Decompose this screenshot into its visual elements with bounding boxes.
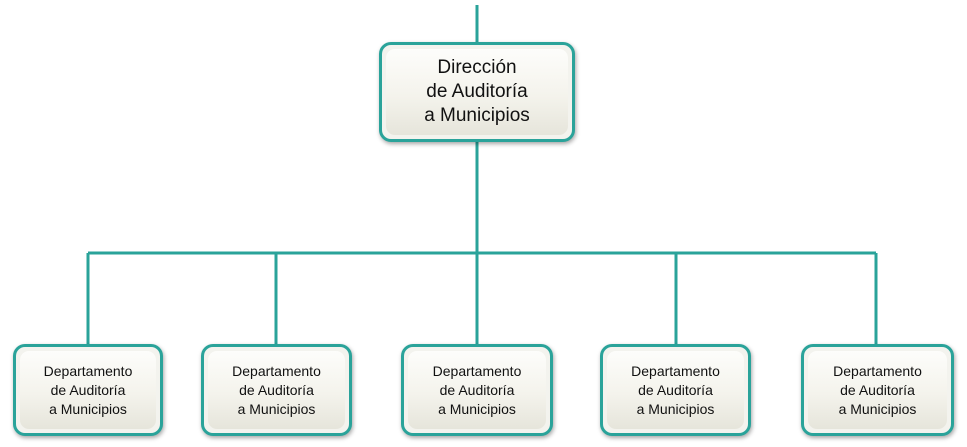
departamento-label-line-3: a Municipios: [237, 400, 316, 417]
direccion-node: Dirección de Auditoría a Municipios: [379, 42, 575, 142]
departamento-label-line-3: a Municipios: [636, 400, 715, 417]
direccion-label-line-1: Dirección: [437, 57, 517, 78]
departamento-label-line-2: de Auditoría: [50, 381, 126, 398]
departamento-label-line-3: a Municipios: [438, 400, 516, 417]
departamento-label-line-2: de Auditoría: [638, 381, 713, 398]
departamento-label-line-1: Departamento: [631, 362, 720, 379]
departamento-node-body: Departamento de Auditoría a Municipios: [607, 351, 744, 429]
departamento-label-line-2: de Auditoría: [439, 381, 515, 398]
departamento-label-line-3: a Municipios: [49, 400, 127, 417]
departamento-node-4: Departamento de Auditoría a Municipios: [600, 344, 751, 436]
departamento-label-line-2: de Auditoría: [840, 381, 915, 398]
departamento-label-line-1: Departamento: [833, 362, 922, 379]
direccion-label-line-2: de Auditoría: [426, 81, 528, 102]
departamento-label-line-1: Departamento: [432, 362, 522, 379]
departamento-node-1: Departamento de Auditoría a Municipios: [13, 344, 163, 436]
direccion-node-body: Dirección de Auditoría a Municipios: [386, 49, 568, 135]
departamento-node-body: Departamento de Auditoría a Municipios: [408, 351, 546, 429]
departamento-node-3: Departamento de Auditoría a Municipios: [401, 344, 553, 436]
departamento-label-line-1: Departamento: [232, 362, 321, 379]
direccion-label-line-3: a Municipios: [424, 105, 530, 126]
departamento-node-body: Departamento de Auditoría a Municipios: [208, 351, 345, 429]
departamento-node-2: Departamento de Auditoría a Municipios: [201, 344, 352, 436]
departamento-label-line-3: a Municipios: [838, 400, 917, 417]
departamento-node-body: Departamento de Auditoría a Municipios: [20, 351, 156, 429]
departamento-label-line-1: Departamento: [43, 362, 133, 379]
departamento-node-5: Departamento de Auditoría a Municipios: [801, 344, 954, 436]
departamento-label-line-2: de Auditoría: [239, 381, 314, 398]
departamento-node-body: Departamento de Auditoría a Municipios: [808, 351, 947, 429]
